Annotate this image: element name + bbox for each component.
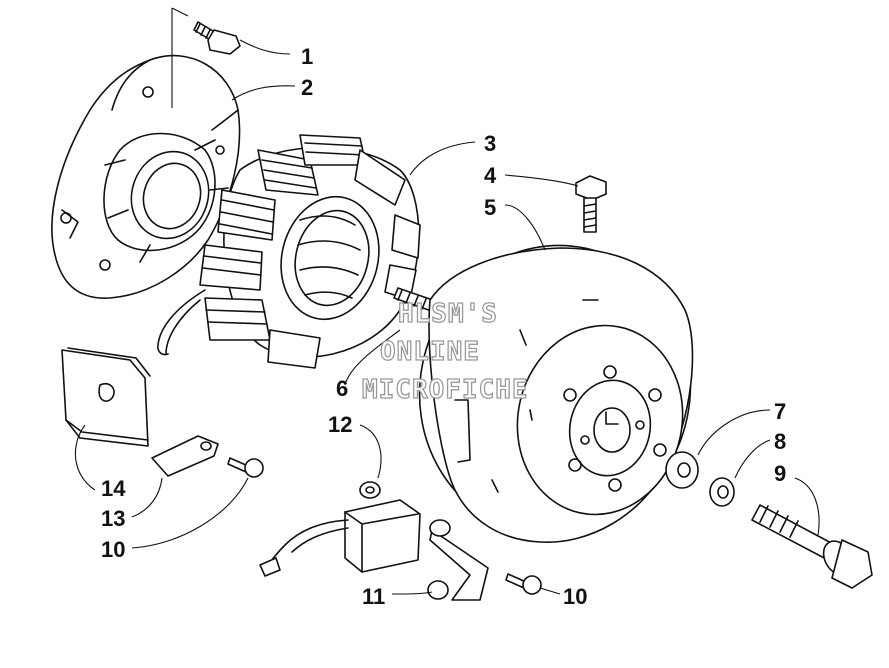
flange-bolt-part-9 — [751, 504, 873, 589]
callout-6: 6 — [336, 376, 348, 401]
screw-part-10-right — [505, 573, 542, 595]
callout-13: 13 — [101, 506, 125, 531]
callout-labels: 1 2 3 4 5 6 7 8 9 10 10 11 12 13 14 — [101, 44, 786, 609]
watermark-line-1: HLSM'S — [398, 299, 498, 329]
watermark: HLSM'S ONLINE MICROFICHE — [361, 298, 529, 405]
callout-10-right: 10 — [563, 584, 587, 609]
callout-2: 2 — [301, 75, 313, 100]
callout-7: 7 — [774, 399, 786, 424]
regulator-module — [259, 499, 421, 577]
lock-washer-part-8 — [709, 477, 735, 507]
screw-part-10-left — [227, 457, 264, 478]
stator-part-3 — [157, 134, 421, 369]
insulator-part-14 — [61, 347, 151, 447]
callout-12: 12 — [328, 412, 352, 437]
watermark-line-2: ONLINE — [380, 337, 480, 367]
leader-lines — [74, 7, 820, 595]
callout-11: 11 — [362, 584, 385, 609]
terminal-part-12 — [359, 481, 381, 499]
watermark-line-3: MICROFICHE — [362, 375, 529, 405]
flywheel-part-5 — [418, 244, 694, 543]
cap-screw-part-1 — [193, 21, 241, 55]
bolt-part-4 — [575, 175, 607, 233]
bracket-part-13 — [151, 435, 219, 477]
callout-14: 14 — [101, 476, 126, 501]
callout-1: 1 — [301, 44, 313, 69]
callout-4: 4 — [484, 163, 497, 188]
callout-5: 5 — [484, 195, 496, 220]
bracket-part-11 — [427, 519, 489, 601]
callout-3: 3 — [484, 131, 496, 156]
washer-part-7 — [665, 451, 699, 489]
stator-plate-housing — [51, 54, 241, 299]
callout-9: 9 — [774, 461, 786, 486]
callout-8: 8 — [774, 429, 786, 454]
callout-10-left: 10 — [101, 537, 125, 562]
